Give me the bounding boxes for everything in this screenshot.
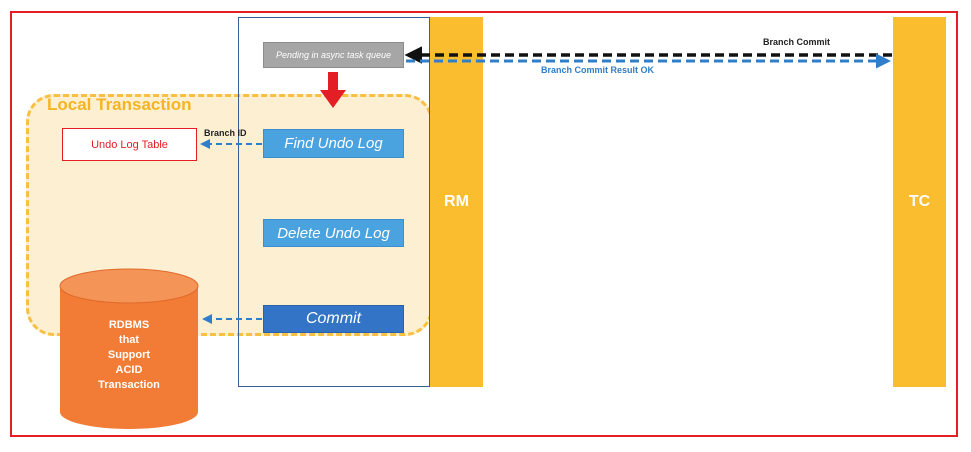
pending-async-queue-label: Pending in async task queue (275, 50, 392, 60)
pending-async-queue-box: Pending in async task queue (263, 42, 404, 68)
tc-lane-label: TC (908, 193, 931, 210)
delete-undo-log-label: Delete Undo Log (277, 224, 390, 242)
find-undo-log-label: Find Undo Log (284, 135, 383, 152)
delete-undo-log-box: Delete Undo Log (263, 219, 404, 247)
undo-log-table-label: Undo Log Table (91, 138, 168, 151)
commit-label: Commit (305, 310, 362, 327)
commit-box: Commit (263, 305, 404, 333)
database-label-line: that (118, 334, 140, 346)
database-label-line: Transaction (98, 379, 160, 391)
undo-log-table-box: Undo Log Table (62, 128, 197, 161)
rm-lane-label: RM (444, 193, 469, 210)
branch-commit-label: Branch Commit (763, 37, 831, 47)
database-label: RDBMS that Support ACID Transaction (60, 318, 198, 393)
rm-process-panel (238, 17, 430, 387)
rm-lane: RM (430, 17, 483, 387)
down-arrow (320, 72, 346, 108)
tc-lane: TC (893, 17, 946, 387)
branch-id-label: Branch ID (204, 128, 247, 138)
outer-frame (10, 11, 958, 437)
branch-commit-result-label: Branch Commit Result OK (541, 65, 655, 75)
local-transaction-title: Local Transaction (47, 95, 192, 114)
database-label-line: RDBMS (108, 319, 150, 331)
database-label-line: Support (107, 349, 151, 361)
database-label-line: ACID (115, 364, 143, 376)
find-undo-log-box: Find Undo Log (263, 129, 404, 158)
database-cylinder (59, 268, 199, 429)
